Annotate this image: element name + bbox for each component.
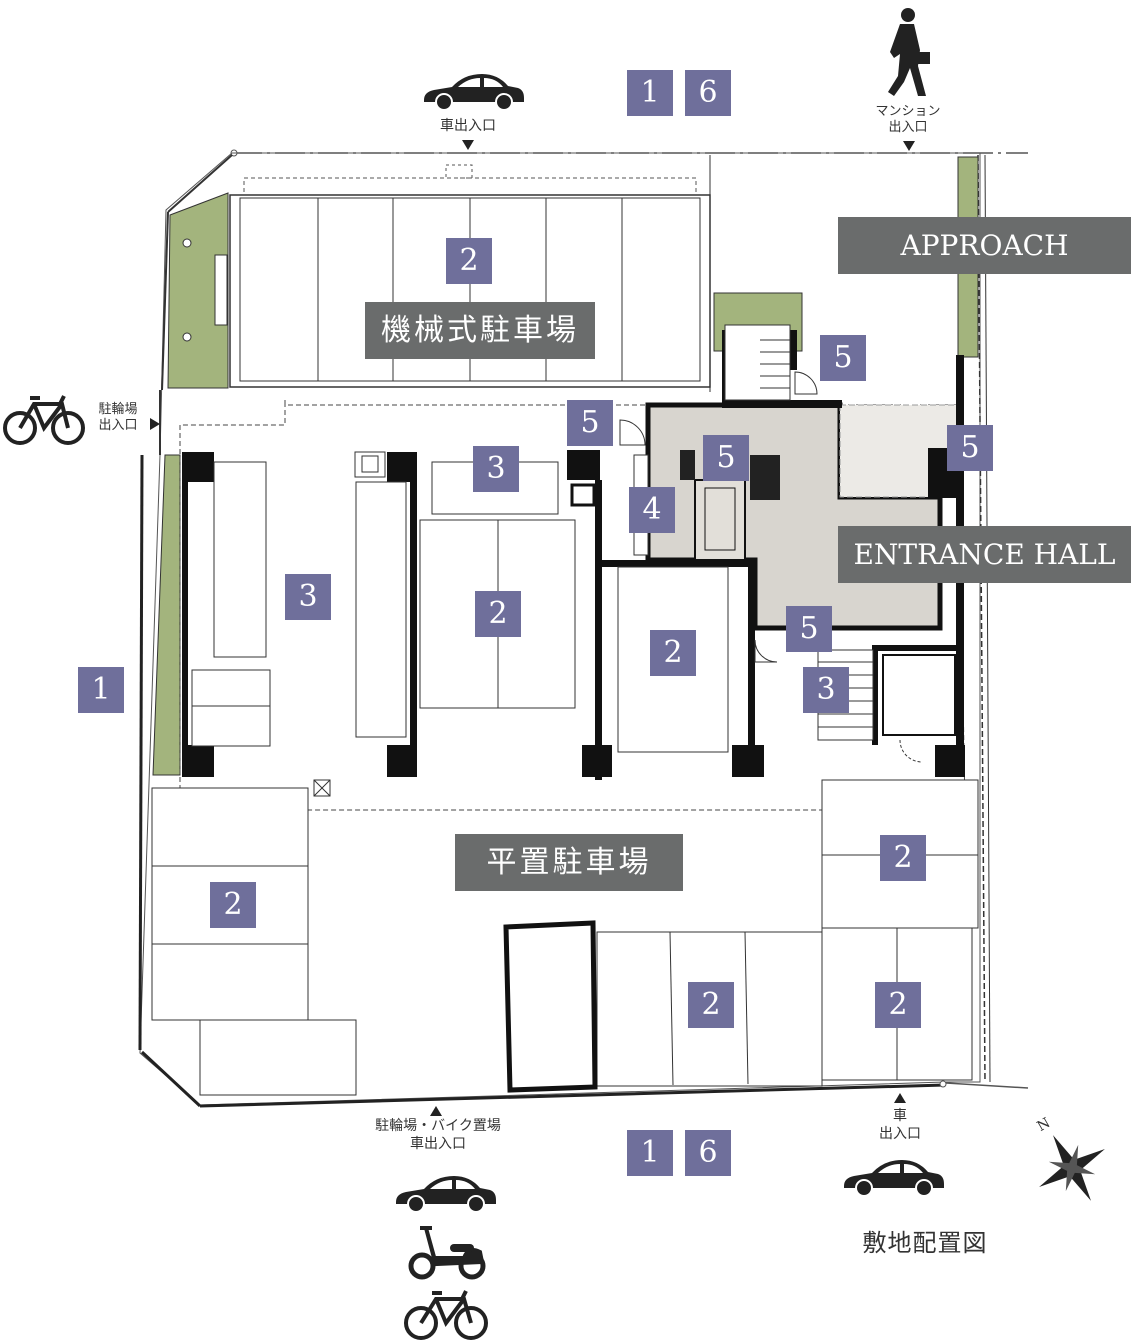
compass-icon: [1039, 1135, 1105, 1201]
mansion-entrance-label: マンション 出入口: [860, 104, 956, 137]
bike-bottom-entrance-line1: 駐輪場・バイク置場: [375, 1118, 501, 1134]
badge-right-hall: 5: [947, 425, 993, 471]
car-icon: [424, 74, 524, 111]
entrance-hall-banner: ENTRANCE HALL: [838, 526, 1131, 583]
badge-parking-b: 2: [650, 630, 696, 676]
top-badge-6: 6: [685, 70, 731, 116]
bottom-badge-6: 6: [685, 1130, 731, 1176]
car-entrance-top-label: 車出入口: [440, 118, 496, 134]
bike-bottom-entrance-label: 駐輪場・バイク置場 車出入口: [356, 1118, 520, 1153]
badge-flat-right-lower: 2: [875, 982, 921, 1028]
bicycle-entrance-line1: 駐輪場: [98, 402, 138, 417]
badge-flat-right-upper: 2: [880, 835, 926, 881]
scooter-icon: [408, 1226, 486, 1280]
svg-text:N: N: [1035, 1115, 1054, 1135]
car-icon: [396, 1176, 496, 1213]
mechanical-parking-banner: 機械式駐車場: [365, 302, 595, 359]
badge-flat-left: 2: [210, 882, 256, 928]
badge-mechanical-parking: 2: [446, 238, 492, 284]
bicycle-icon: [3, 395, 85, 445]
badge-trash: 5: [567, 400, 613, 446]
mansion-entrance-arrow: [903, 141, 915, 151]
bicycle-entrance-arrow: [150, 418, 160, 430]
badge-stairs-top: 5: [820, 335, 866, 381]
car-icon: [844, 1160, 944, 1197]
approach-banner: APPROACH: [838, 217, 1131, 274]
badge-bike-left: 3: [285, 574, 331, 620]
top-badge-1: 1: [627, 70, 673, 116]
badge-lobby-bottom: 5: [786, 606, 832, 652]
car-bottom-entrance-arrow: [894, 1093, 906, 1103]
mansion-entrance-line2: 出入口: [888, 120, 928, 136]
site-plan-caption: 敷地配置図: [862, 1229, 988, 1257]
badge-parking-a: 2: [475, 591, 521, 637]
car-bottom-entrance-line2: 出入口: [879, 1125, 921, 1142]
bicycle-entrance-label: 駐輪場 出入口: [88, 402, 148, 435]
badge-bike-top: 3: [473, 446, 519, 492]
bottom-badge-1: 1: [627, 1130, 673, 1176]
car-entrance-top-arrow: [462, 140, 474, 150]
bike-bottom-entrance-arrow: [430, 1106, 442, 1116]
bicycle-entrance-line2: 出入口: [98, 418, 138, 434]
left-badge-1: 1: [78, 667, 124, 713]
badge-stair: 3: [803, 667, 849, 713]
bicycle-icon: [404, 1290, 488, 1340]
car-bottom-entrance-line1: 車: [893, 1108, 907, 1124]
mansion-entrance-line1: マンション: [875, 104, 941, 119]
badge-mailbox: 4: [629, 487, 675, 533]
car-bottom-entrance-label: 車 出入口: [860, 1108, 940, 1143]
flat-parking-banner: 平置駐車場: [455, 834, 683, 891]
badge-elevator: 5: [703, 435, 749, 481]
pedestrian-icon: [888, 8, 930, 96]
bike-bottom-entrance-line2: 車出入口: [410, 1135, 466, 1152]
badge-flat-mid: 2: [688, 982, 734, 1028]
